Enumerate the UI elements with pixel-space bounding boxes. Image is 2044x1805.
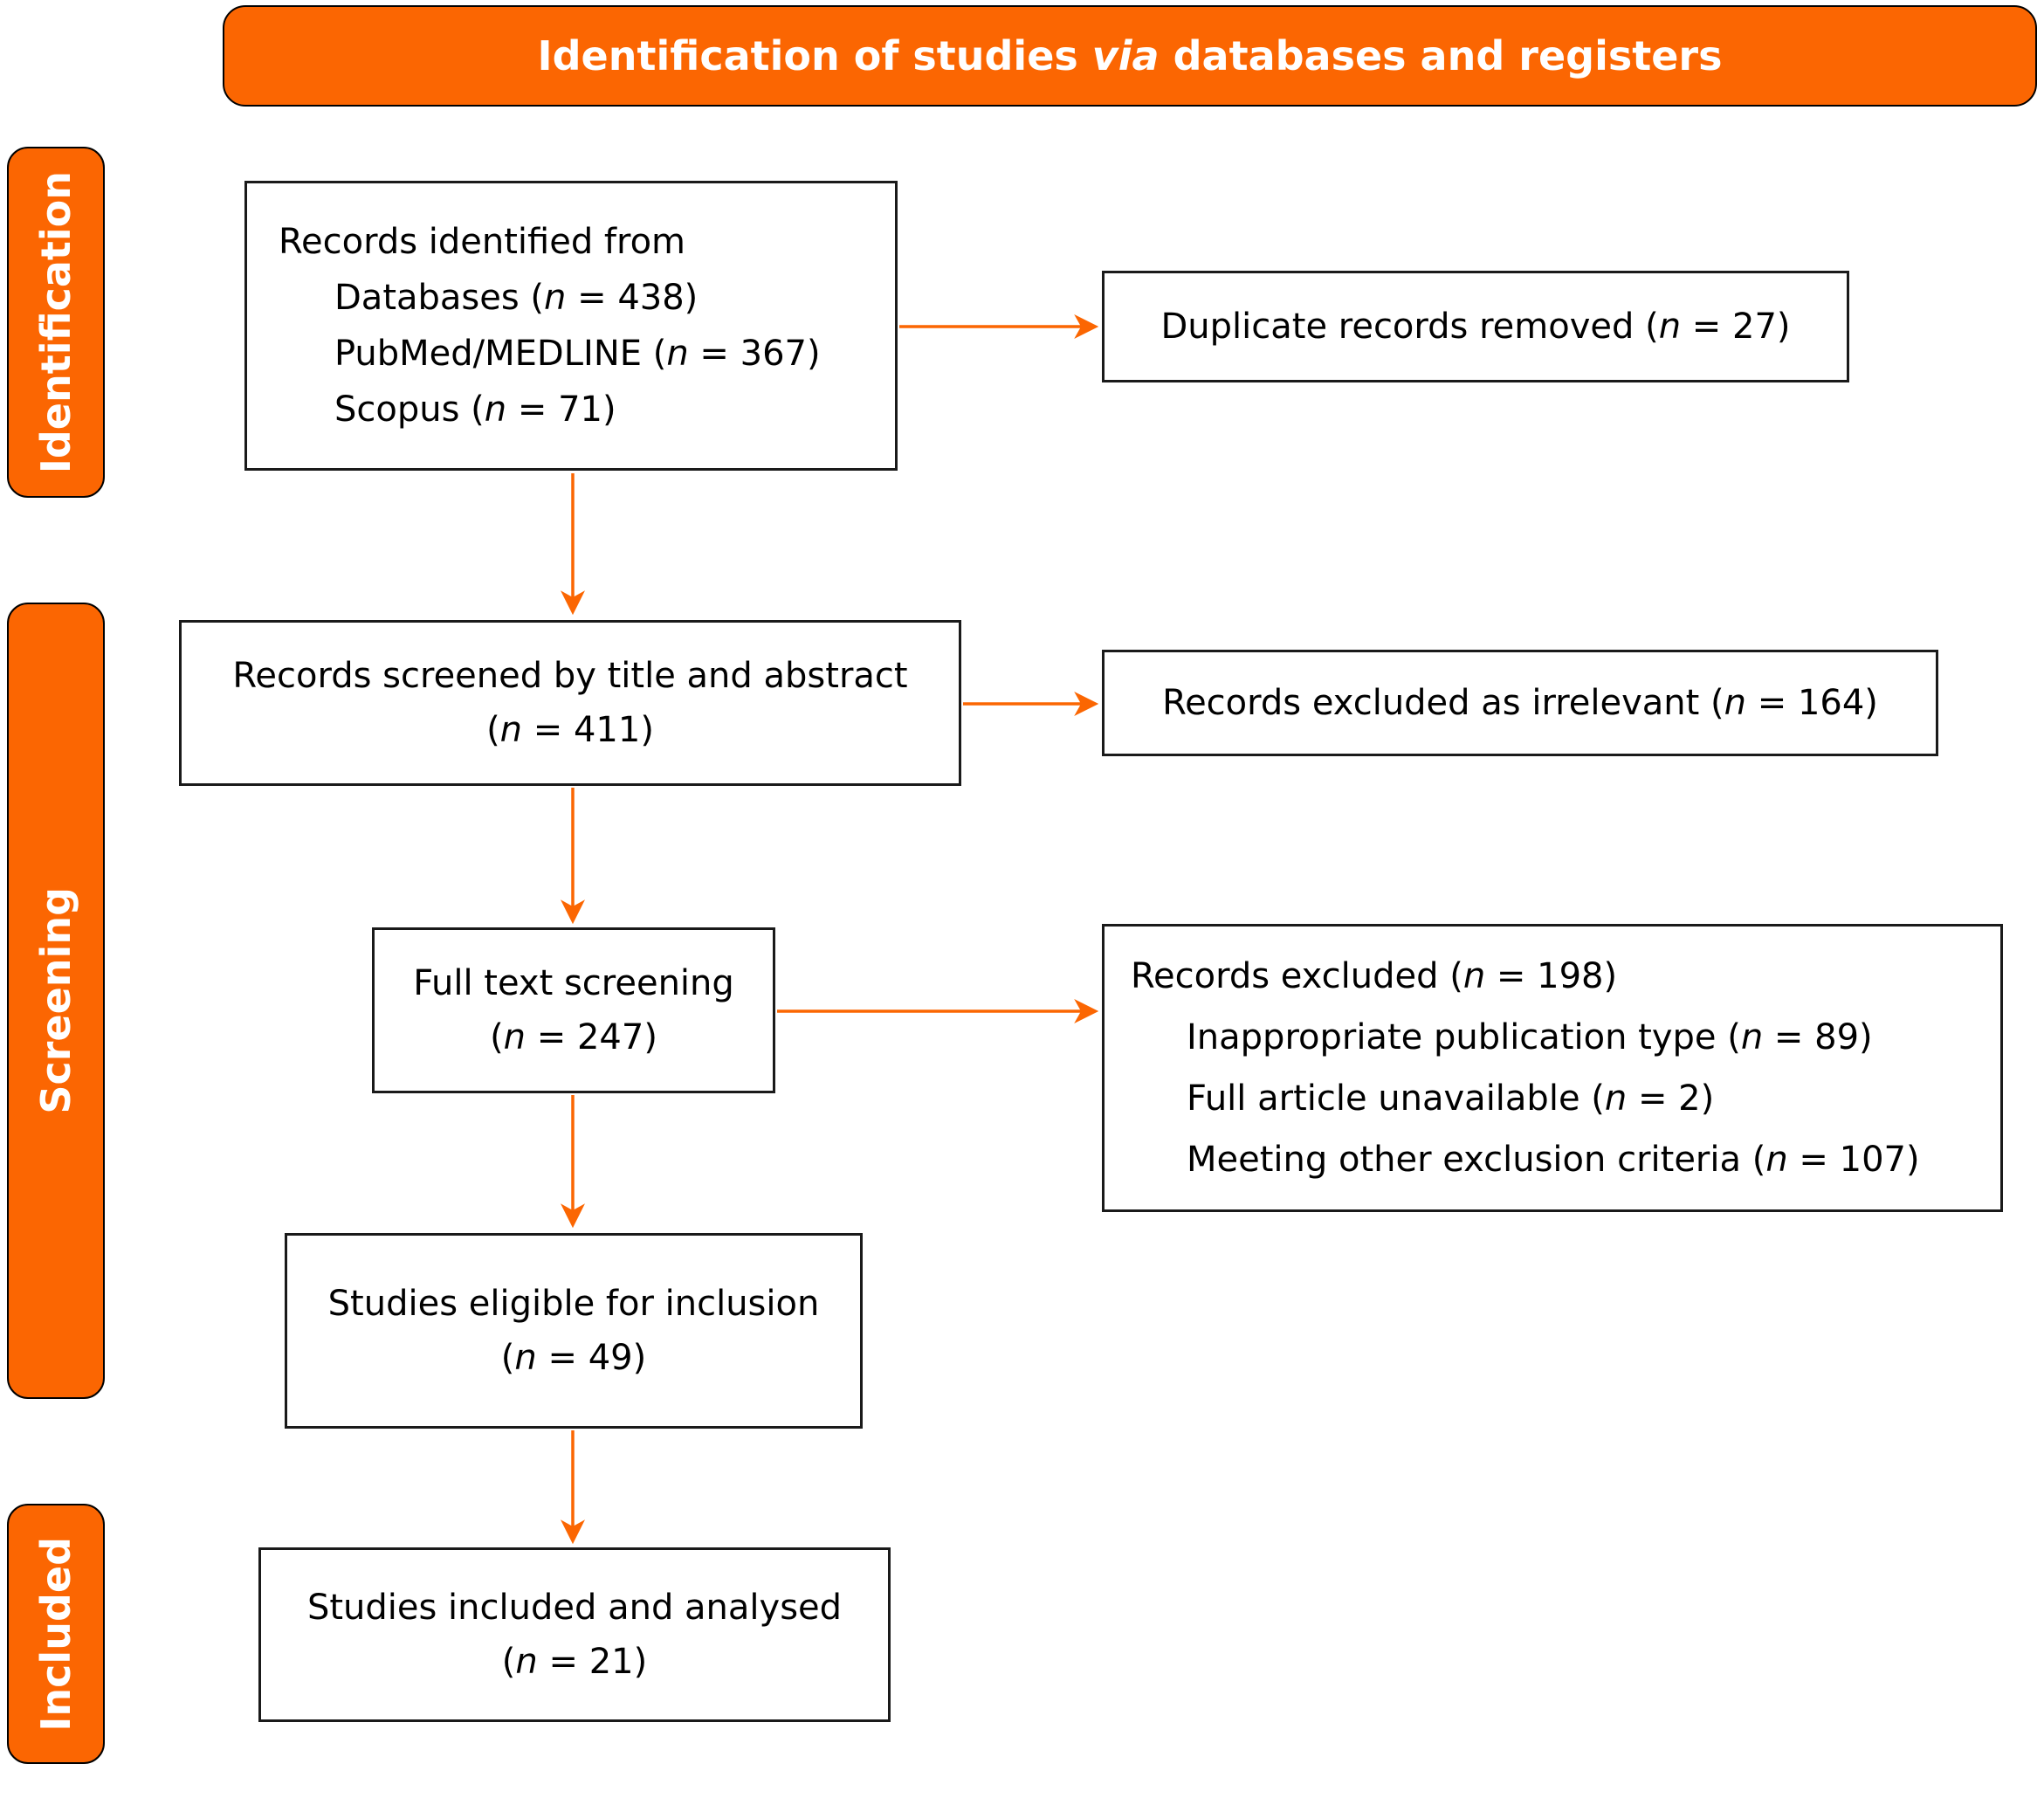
box-line: PubMed/MEDLINE (n = 367) [334, 334, 821, 374]
box-studies-included: Studies included and analysed (n = 21) [258, 1547, 891, 1722]
box-line: Databases (n = 438) [334, 278, 699, 318]
stage-label-text: Identification [32, 170, 79, 474]
box-records-identified: Records identified from Databases (n = 4… [244, 181, 898, 471]
box-line: Studies included and analysed [306, 1588, 843, 1628]
box-line: Records identified from [279, 222, 686, 262]
box-line: (n = 49) [500, 1338, 647, 1378]
box-line: Scopus (n = 71) [334, 389, 616, 430]
box-line: Studies eligible for inclusion [327, 1284, 820, 1324]
stage-label-identification: Identification [7, 147, 105, 498]
box-records-screened: Records screened by title and abstract (… [179, 620, 961, 786]
box-records-excluded-fulltext: Records excluded (n = 198) Inappropriate… [1102, 924, 2003, 1212]
box-studies-eligible: Studies eligible for inclusion (n = 49) [285, 1233, 863, 1429]
box-line: Records excluded (n = 198) [1131, 956, 1618, 996]
box-line: (n = 411) [486, 710, 654, 750]
box-records-excluded-irrelevant: Records excluded as irrelevant (n = 164) [1102, 650, 1938, 756]
box-line: Duplicate records removed (n = 27) [1160, 307, 1791, 347]
stage-label-text: Screening [32, 887, 79, 1114]
box-line: Records excluded as irrelevant (n = 164) [1162, 683, 1878, 723]
box-line: (n = 247) [490, 1017, 657, 1058]
box-line: (n = 21) [501, 1642, 648, 1682]
box-line: Inappropriate publication type (n = 89) [1187, 1017, 1873, 1058]
box-full-text-screening: Full text screening (n = 247) [372, 927, 775, 1093]
box-duplicate-records-removed: Duplicate records removed (n = 27) [1102, 271, 1849, 382]
stage-label-included: Included [7, 1504, 105, 1764]
box-line: Meeting other exclusion criteria (n = 10… [1187, 1140, 1920, 1180]
box-line: Full article unavailable (n = 2) [1187, 1078, 1715, 1119]
stage-label-text: Included [32, 1536, 79, 1732]
box-line: Full text screening [413, 963, 734, 1003]
banner-title: Identification of studies via databases … [223, 5, 2037, 107]
banner-title-text: Identification of studies via databases … [537, 32, 1723, 79]
box-line: Records screened by title and abstract [232, 656, 908, 696]
stage-label-screening: Screening [7, 603, 105, 1399]
